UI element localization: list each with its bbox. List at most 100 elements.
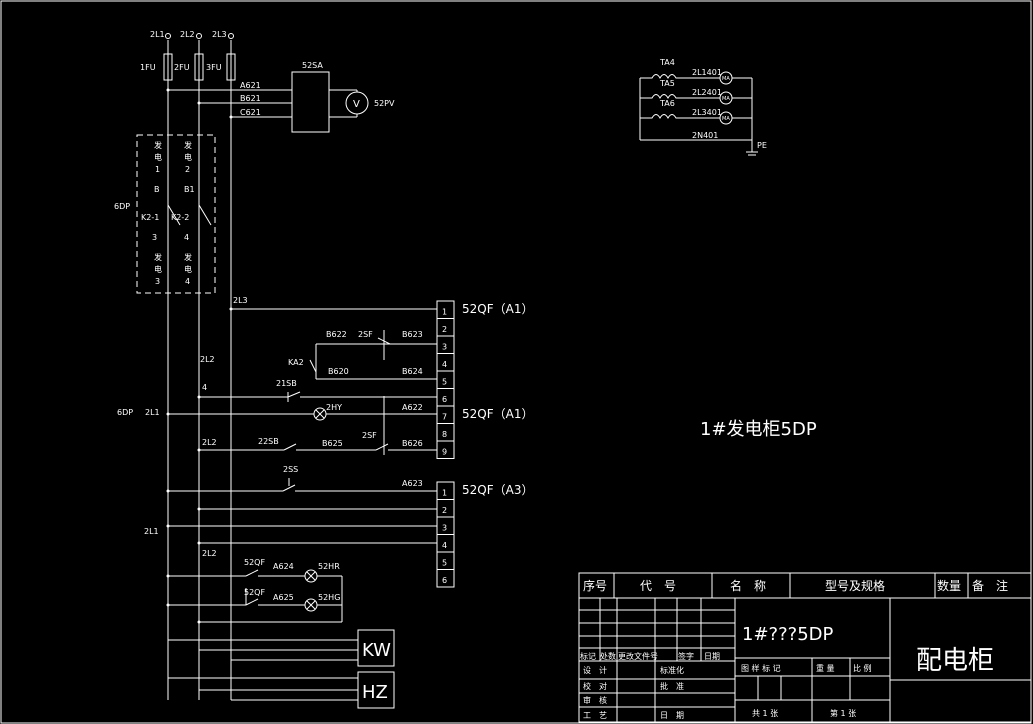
label-2l3401: 2L3401	[692, 108, 722, 117]
label-2l2401: 2L2401	[692, 88, 722, 97]
tb-total-sheets: 共 1 张	[752, 709, 778, 718]
label-3: 3	[152, 233, 157, 242]
label-a621: A621	[240, 81, 261, 90]
tb-date: 日 期	[660, 711, 684, 720]
ammeter-label-1: MA	[722, 76, 730, 82]
tb-review: 审 核	[583, 695, 607, 705]
tb-weight: 重 量	[816, 663, 835, 673]
label-ta5: TA5	[659, 79, 675, 88]
label-k2-1: K2-1	[141, 213, 159, 222]
label-ta6: TA6	[659, 99, 675, 108]
terminal-block-1-cell	[436, 440, 455, 459]
terminal-block-2-number: 4	[442, 541, 447, 550]
gen2-label-b: 电	[184, 152, 192, 162]
terminal-block-1-number: 7	[442, 413, 447, 422]
label-ta4: TA4	[659, 58, 675, 67]
label-52qf-b: 52QF	[244, 588, 265, 597]
bus-label-2l3: 2L3	[212, 30, 227, 39]
label-52pv: 52PV	[374, 99, 395, 108]
label-b1: B1	[184, 185, 195, 194]
label-b626: B626	[402, 439, 423, 448]
gen4-label-c: 4	[185, 277, 190, 286]
fuse-label-2fu: 2FU	[174, 63, 190, 72]
fuse-label-1fu: 1FU	[140, 63, 156, 72]
terminal-block-2-number: 1	[442, 489, 447, 498]
gen4-label-b: 电	[184, 264, 192, 274]
terminal-block-2-cell	[436, 569, 455, 588]
tb-scale: 比 例	[853, 663, 872, 673]
label-b621: B621	[240, 94, 261, 103]
label-4-row: 4	[202, 383, 207, 392]
tb-file: 更改文件号	[618, 651, 658, 661]
terminal-block-2-number: 6	[442, 576, 447, 585]
label-52hr: 52HR	[318, 562, 340, 571]
terminal-block-1-number: 4	[442, 360, 447, 369]
label-a625: A625	[273, 593, 294, 602]
tb-standard: 标准化	[660, 665, 684, 675]
current-transformers	[639, 71, 758, 156]
gen4-label-a: 发	[184, 252, 192, 262]
tb-header-name: 名 称	[730, 578, 766, 593]
fuses	[163, 53, 236, 81]
terminal-block-1-number: 3	[442, 343, 447, 352]
label-2n401: 2N401	[692, 131, 718, 140]
tb-date-head: 日期	[704, 652, 720, 661]
bus-label-2l1: 2L1	[150, 30, 165, 39]
tb-drawing-number: 1#???5DP	[742, 624, 834, 645]
label-52sa: 52SA	[302, 61, 323, 70]
label-4: 4	[184, 233, 189, 242]
gen2-label-a: 发	[184, 140, 192, 150]
label-2sf-b: 2SF	[362, 431, 377, 440]
tb-header-model: 型号及规格	[825, 578, 885, 593]
label-b625: B625	[322, 439, 343, 448]
label-a624: A624	[273, 562, 294, 571]
changeover-switch	[136, 134, 216, 294]
terminal-block-2-number: 3	[442, 524, 447, 533]
gen1-label-b: 电	[154, 152, 162, 162]
label-6dp-row: 6DP	[117, 408, 133, 417]
tb-header-code: 代 号	[640, 579, 676, 593]
tb-design: 设 计	[583, 665, 607, 675]
tb-check: 校 对	[583, 681, 607, 691]
ammeter-label-3: MA	[722, 116, 730, 122]
tb-header-note: 备 注	[972, 578, 1008, 593]
label-2l1-a: 2L1	[145, 408, 160, 417]
terminal-block-label-1: 52QF（A1）	[462, 302, 533, 316]
label-2hy: 2HY	[326, 403, 342, 412]
label-2l3-row: 2L3	[233, 296, 248, 305]
gen3-label-a: 发	[154, 252, 162, 262]
label-2l1401: 2L1401	[692, 68, 722, 77]
title-block	[578, 572, 1032, 723]
label-6dp: 6DP	[114, 202, 130, 211]
voltmeter-switch	[166, 71, 369, 133]
label-hz: HZ	[362, 682, 388, 703]
gen3-label-c: 3	[155, 277, 160, 286]
label-b624: B624	[402, 367, 423, 376]
drawing-main-title: 1#发电柜5DP	[700, 419, 817, 440]
tb-header-seq: 序号	[583, 578, 607, 593]
label-c621: C621	[240, 108, 261, 117]
label-v: V	[353, 99, 360, 110]
label-b: B	[154, 185, 160, 194]
label-52hg: 52HG	[318, 593, 340, 602]
ammeter-label-2: MA	[722, 96, 730, 102]
terminal-block-1-number: 6	[442, 395, 447, 404]
label-k2-2: K2-2	[171, 213, 189, 222]
tb-approve: 批 准	[660, 681, 684, 691]
control-circuit	[166, 307, 437, 709]
tb-count: 处数	[600, 651, 616, 661]
fuse-label-3fu: 3FU	[206, 63, 222, 72]
tb-header-qty: 数量	[937, 578, 961, 593]
gen2-label-c: 2	[185, 165, 190, 174]
terminal-block-1-number: 8	[442, 430, 447, 439]
tb-product-name: 配电柜	[916, 646, 994, 676]
bus-label-2l2: 2L2	[180, 30, 195, 39]
terminal-block-1-number: 9	[442, 448, 447, 457]
terminal-block-label-3: 52QF（A3）	[462, 483, 533, 497]
label-a623: A623	[402, 479, 423, 488]
